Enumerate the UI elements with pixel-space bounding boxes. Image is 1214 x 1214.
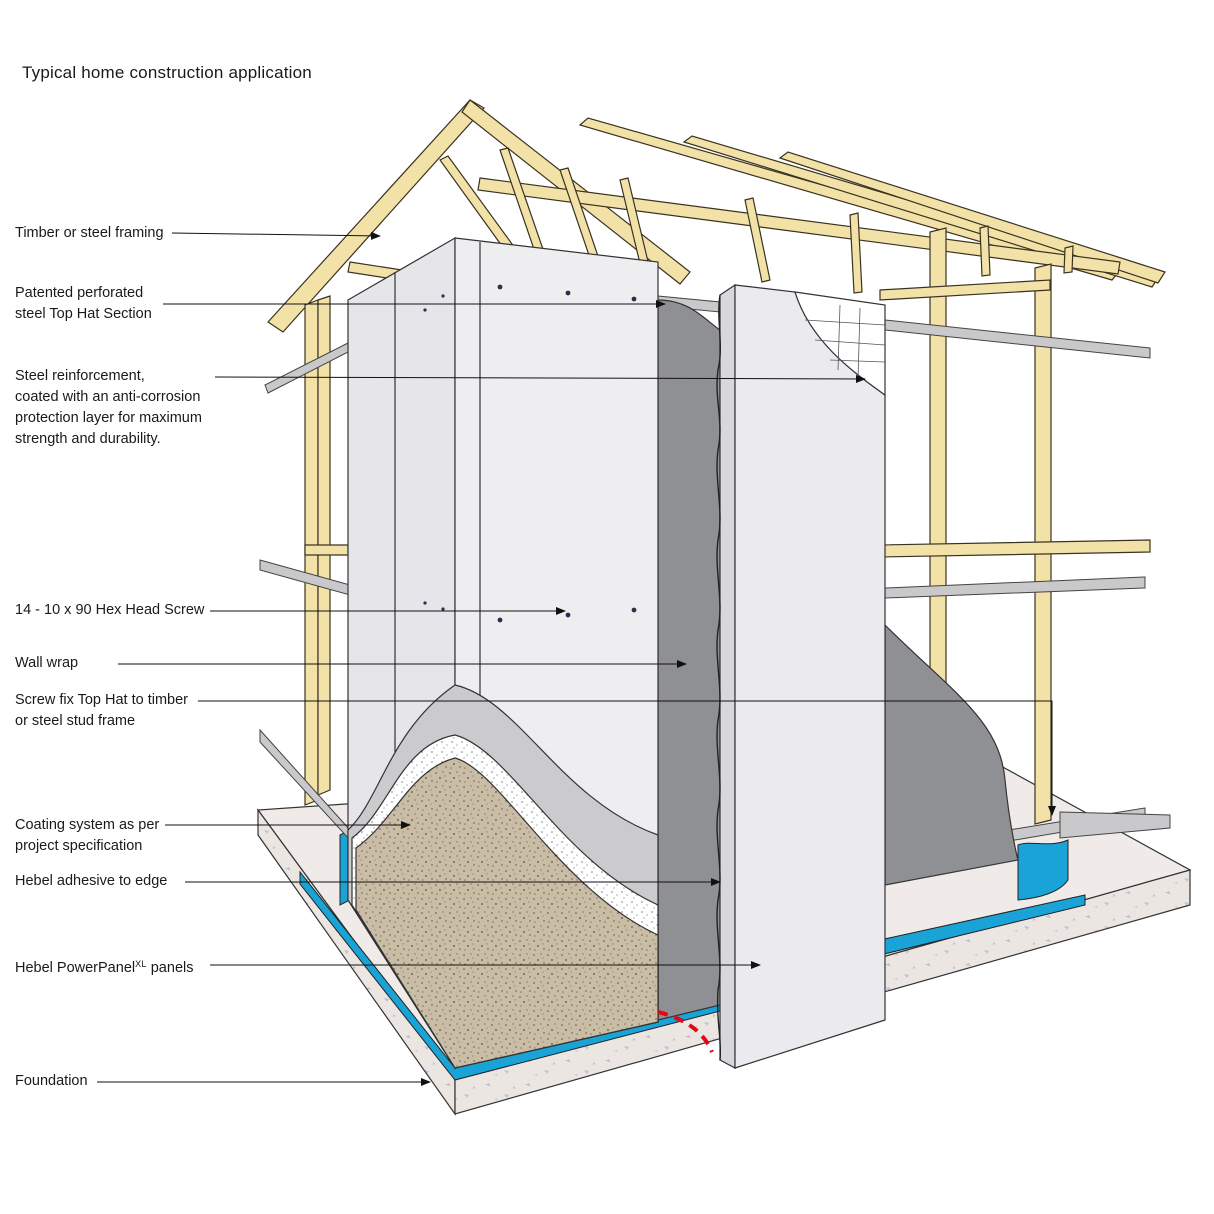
label-framing: Timber or steel framing	[15, 225, 164, 241]
label-reinforcement-line2: coated with an anti-corrosion	[15, 389, 201, 405]
adhesive-dash	[657, 1010, 714, 1053]
label-wallwrap: Wall wrap	[15, 655, 79, 671]
label-reinforcement-line1: Steel reinforcement,	[15, 368, 145, 384]
label-tophat: Patented perforated steel Top Hat Sectio…	[15, 283, 152, 325]
label-adhesive: Hebel adhesive to edge	[15, 873, 168, 889]
label-reinforcement: Steel reinforcement, coated with an anti…	[15, 366, 202, 450]
label-reinforcement-line3: protection layer for maximum	[15, 410, 202, 426]
leader-lines	[97, 231, 1056, 1086]
hebel-panel-single	[716, 283, 886, 1069]
wall-wrap	[657, 299, 1019, 1021]
label-panels-suffix: panels	[146, 960, 194, 976]
label-coating-line1: Coating system as per	[15, 817, 160, 833]
label-coating: Coating system as per project specificat…	[15, 815, 159, 857]
diagram-title: Typical home construction application	[22, 63, 312, 82]
label-screwfix-line2: or steel stud frame	[15, 713, 136, 729]
roof-truss-frame	[267, 99, 1166, 333]
label-panels-prefix: Hebel PowerPanel	[15, 960, 136, 976]
wall-studs	[304, 227, 1151, 825]
label-foundation: Foundation	[15, 1073, 88, 1089]
coating-layers	[347, 684, 659, 1069]
label-reinforcement-line4: strength and durability.	[15, 431, 161, 447]
label-coating-line2: project specification	[15, 838, 143, 854]
label-panels-sup: XL	[135, 959, 147, 969]
label-tophat-line2: steel Top Hat Section	[15, 306, 152, 322]
label-screwfix: Screw fix Top Hat to timber or steel stu…	[15, 690, 188, 732]
label-tophat-line1: Patented perforated	[15, 285, 144, 301]
label-panels: Hebel PowerPanelXL panels	[15, 954, 193, 979]
hex-head-screws	[423, 284, 637, 623]
label-screwfix-line1: Screw fix Top Hat to timber	[15, 692, 188, 708]
top-hat-rails	[259, 295, 1171, 906]
label-screw: 14 - 10 x 90 Hex Head Screw	[15, 602, 205, 618]
